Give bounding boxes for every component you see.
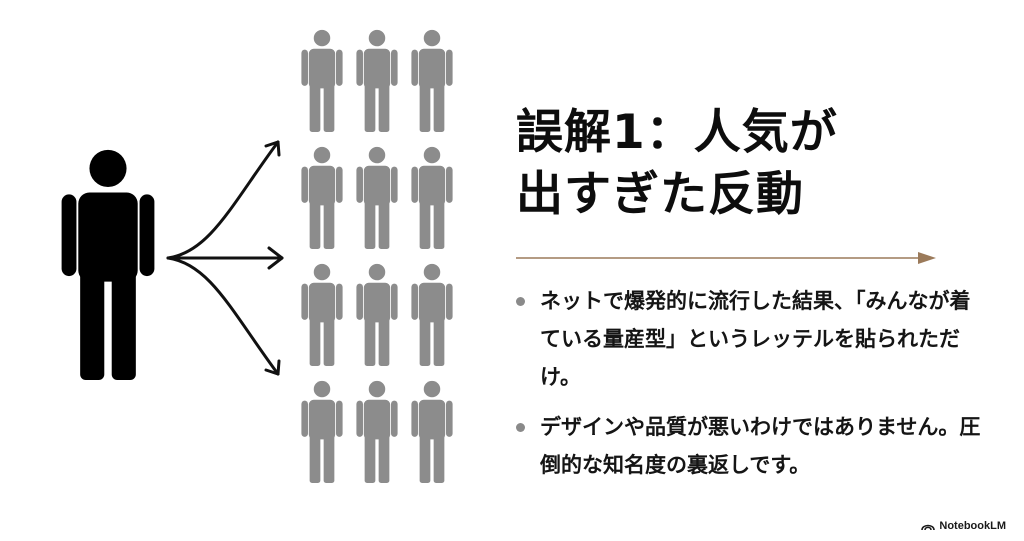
accent-divider-arrow <box>516 252 936 264</box>
slide-title-line-1: 誤解1：人気が <box>516 105 838 160</box>
bullet-text: ネットで爆発的に流行した結果、「みんなが着ている量産型」というレッテルを貼られた… <box>540 289 971 389</box>
single-person-figure <box>61 149 155 380</box>
arrowhead-up <box>264 140 281 157</box>
bullet-item: デザインや品質が悪いわけではありません。圧倒的な知名度の裏返しです。 <box>514 408 984 484</box>
bullet-item: ネットで爆発的に流行した結果、「みんなが着ている量産型」というレッテルを貼られた… <box>514 282 984 396</box>
arrowhead-down <box>264 359 281 376</box>
crowd-person-figure <box>356 29 398 132</box>
arrow-up <box>166 140 280 260</box>
crowd-person-figure <box>301 263 343 366</box>
crowd-person-figure <box>301 29 343 132</box>
bullet-list: ネットで爆発的に流行した結果、「みんなが着ている量産型」というレッテルを貼られた… <box>514 282 984 496</box>
crowd-person-figure <box>356 263 398 366</box>
crowd-person-figure <box>411 29 453 132</box>
branching-arrows <box>166 140 284 376</box>
crowd-person-figure <box>411 380 453 483</box>
arrow-down <box>166 256 280 376</box>
crowd-person-figure <box>411 263 453 366</box>
logo-text: NotebookLM <box>939 520 1006 532</box>
crowd-figures <box>301 29 453 483</box>
notebooklm-logo: NotebookLM <box>921 520 1006 532</box>
arrowhead-middle <box>267 246 284 270</box>
crowd-person-figure <box>301 380 343 483</box>
bullet-dot-icon <box>516 297 525 306</box>
divider-arrowhead <box>918 252 936 264</box>
bullet-text: デザインや品質が悪いわけではありません。圧倒的な知名度の裏返しです。 <box>540 415 981 477</box>
crowd-person-figure <box>356 380 398 483</box>
crowd-person-figure <box>301 146 343 249</box>
notebooklm-logo-icon <box>921 524 936 531</box>
bullet-dot-icon <box>516 423 525 432</box>
slide-title: 誤解1：人気が 出すぎた反動 <box>516 102 956 226</box>
crowd-person-figure <box>411 146 453 249</box>
crowd-person-figure <box>356 146 398 249</box>
slide-title-line-2: 出すぎた反動 <box>516 167 804 222</box>
